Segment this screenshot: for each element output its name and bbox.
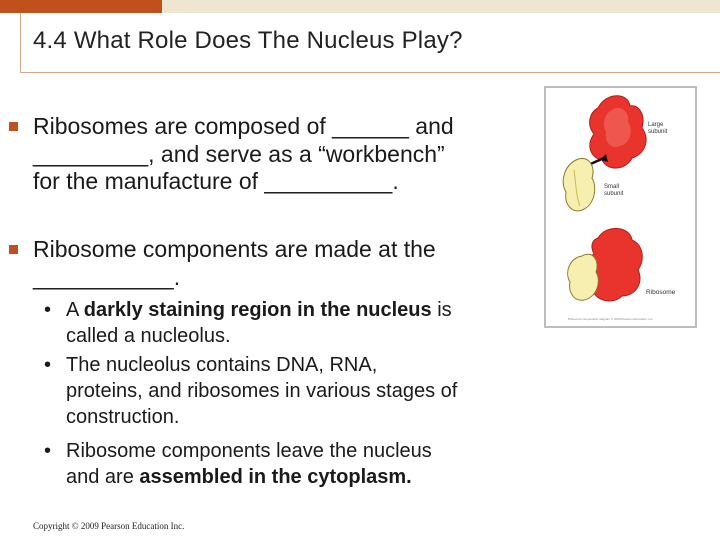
text: is xyxy=(431,299,452,321)
header-band xyxy=(162,0,720,13)
bullet-dot-icon: • xyxy=(44,354,52,376)
bold-text: darkly staining region in the nucleus xyxy=(83,299,432,321)
bullet-ribosome-components: Ribosome components are made at the ____… xyxy=(9,236,533,291)
subbullet-nucleolus-contents: • The nucleolus contains DNA, RNA, prote… xyxy=(44,352,546,430)
ribosome-figure: Large subunit Small subunit Ribosome Rib… xyxy=(544,86,697,328)
slide-title: 4.4 What Role Does The Nucleus Play? xyxy=(33,27,463,54)
title-underline xyxy=(20,72,720,73)
bullet-line: ___________. xyxy=(33,263,181,290)
bullet-square-icon xyxy=(9,122,18,131)
bullet-square-icon xyxy=(9,245,18,254)
bullet-line: for the manufacture of __________. xyxy=(33,168,399,194)
arrowhead-icon xyxy=(600,154,608,162)
figure-credit: Ribosome composition diagram © 2009 Pear… xyxy=(568,317,653,321)
bold-text: assembled in the cytoplasm xyxy=(139,466,407,488)
bullet-ribosome-composition: Ribosomes are composed of ______ and ___… xyxy=(9,113,533,196)
subbullet-line: The nucleolus contains DNA, RNA, xyxy=(66,354,378,376)
subbullet-assembly: • Ribosome components leave the nucleus … xyxy=(44,438,546,490)
label-large-subunit: Large xyxy=(648,122,664,128)
assembled-ribosome-shape xyxy=(567,228,643,302)
bullet-line: Ribosome components are made at the xyxy=(33,236,436,262)
subbullet-line: construction. xyxy=(66,406,180,428)
ribosome-diagram-svg: Large subunit Small subunit Ribosome Rib… xyxy=(562,95,676,321)
label-ribosome: Ribosome xyxy=(646,289,676,296)
header-accent-bar xyxy=(0,0,162,13)
small-subunit-shape xyxy=(562,158,596,212)
subbullet-nucleolus-definition: • A darkly staining region in the nucleu… xyxy=(44,297,546,349)
bullet-dot-icon: • xyxy=(44,299,52,321)
label-small-subunit: Small xyxy=(604,184,619,190)
large-subunit-shape xyxy=(589,95,647,169)
subbullet-line: Ribosome components leave the nucleus xyxy=(66,440,432,462)
text: A xyxy=(66,299,84,321)
title-vertical-rule xyxy=(20,13,21,73)
bullet-line: Ribosomes are composed of ______ and xyxy=(33,113,454,139)
subbullet-line: proteins, and ribosomes in various stage… xyxy=(66,380,458,402)
subbullet-line: called a nucleolus. xyxy=(66,325,231,347)
text: . xyxy=(406,466,412,488)
label-small-subunit-2: subunit xyxy=(604,191,624,197)
label-large-subunit-2: subunit xyxy=(648,129,668,135)
copyright-footer: Copyright © 2009 Pearson Education Inc. xyxy=(33,521,185,531)
text: and are xyxy=(66,466,140,488)
bullet-dot-icon: • xyxy=(44,440,52,462)
bullet-line: _________, and serve as a “workbench” xyxy=(33,140,445,167)
